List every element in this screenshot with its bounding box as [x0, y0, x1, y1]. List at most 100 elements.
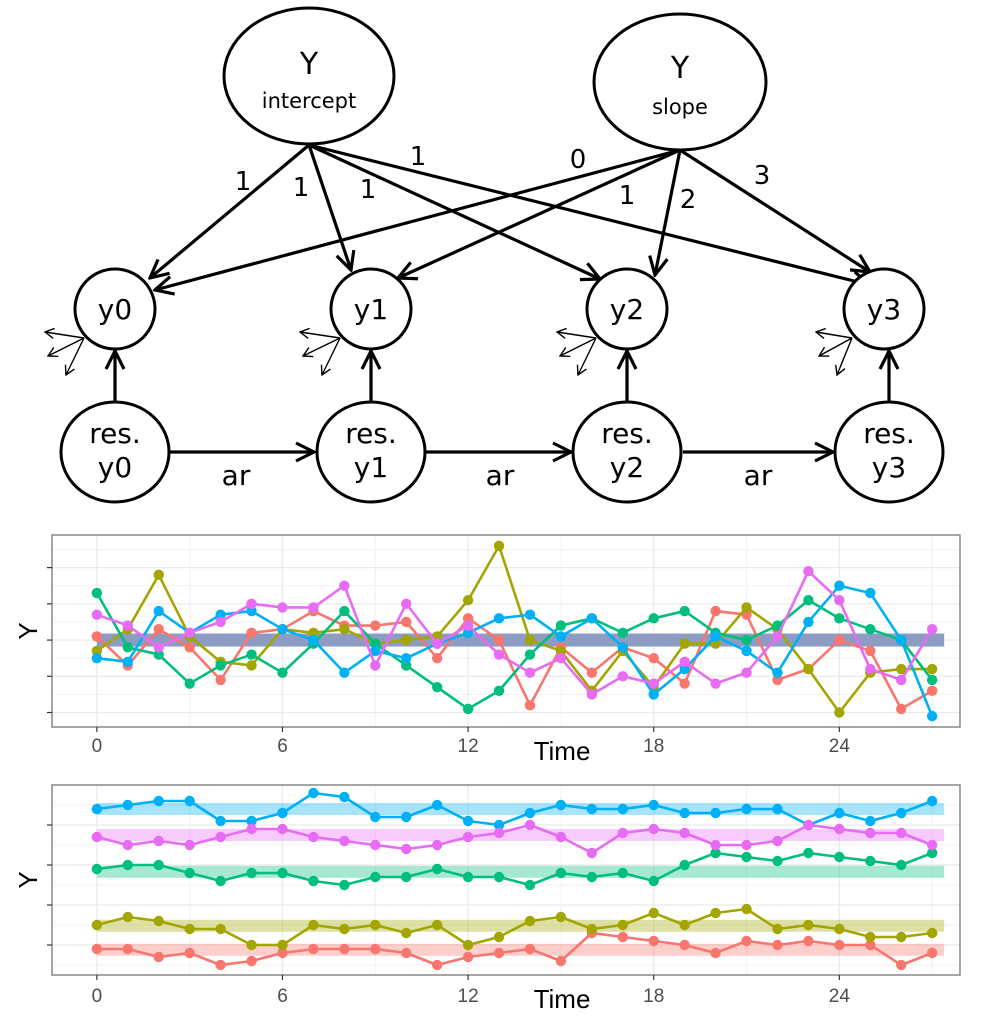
data-point-person-3	[803, 847, 814, 859]
data-point-person-3	[555, 620, 567, 631]
data-point-person-3	[401, 660, 412, 671]
data-point-person-5	[184, 627, 195, 639]
data-point-person-5	[710, 678, 721, 689]
data-point-person-5	[710, 839, 721, 851]
panel-border	[51, 534, 961, 728]
data-point-person-4	[679, 663, 690, 675]
y-axis-title: Y	[13, 622, 43, 639]
data-point-person-5	[896, 674, 907, 686]
arrow-slope-y0	[155, 148, 681, 290]
data-point-person-4	[679, 807, 690, 819]
data-point-person-1	[153, 951, 164, 963]
data-point-person-2	[865, 931, 876, 943]
series-line-person-3	[96, 851, 933, 887]
data-point-person-2	[741, 903, 752, 915]
data-point-person-4	[926, 795, 938, 807]
intercept-loading-label-y2: 1	[360, 175, 377, 205]
x-axis-title: Time	[534, 984, 591, 1014]
data-point-person-5	[865, 827, 876, 839]
data-point-person-2	[834, 707, 845, 718]
data-point-person-5	[308, 831, 319, 843]
data-point-person-1	[710, 947, 721, 959]
data-point-person-4	[834, 807, 845, 819]
data-point-person-3	[370, 638, 381, 649]
data-point-person-4	[741, 803, 752, 815]
node-y-slope-sublabel: slope	[652, 95, 708, 119]
data-point-person-3	[184, 678, 195, 689]
data-point-person-5	[741, 839, 752, 851]
data-point-person-5	[524, 819, 536, 831]
data-point-person-2	[772, 923, 783, 935]
data-point-person-5	[617, 671, 628, 682]
data-point-person-3	[462, 703, 474, 715]
node-res-y0-line2: y0	[98, 451, 132, 484]
data-point-person-3	[648, 875, 659, 887]
data-point-person-4	[617, 803, 628, 815]
data-point-person-2	[586, 923, 598, 935]
data-point-person-3	[617, 627, 628, 639]
data-point-person-3	[524, 649, 536, 660]
node-y0: y0	[73, 267, 157, 351]
ar-label-3: ar	[744, 459, 773, 492]
data-point-person-3	[896, 859, 907, 871]
data-point-person-3	[834, 613, 845, 624]
data-point-person-4	[215, 609, 226, 620]
data-point-person-2	[679, 638, 690, 649]
data-point-person-2	[462, 939, 474, 951]
data-point-person-2	[803, 663, 814, 675]
data-point-person-5	[153, 835, 164, 847]
data-point-person-2	[339, 623, 350, 635]
data-point-person-2	[555, 645, 567, 657]
data-point-person-2	[431, 919, 443, 931]
data-point-person-1	[370, 620, 381, 631]
data-point-person-1	[555, 955, 567, 967]
data-point-person-5	[493, 827, 505, 839]
data-point-person-4	[339, 667, 350, 678]
data-point-person-5	[803, 819, 814, 831]
intercept-loading-label-y0: 1	[235, 167, 252, 197]
data-point-person-3	[370, 871, 381, 883]
x-tick-label: 24	[829, 736, 851, 757]
data-point-person-4	[215, 815, 226, 827]
data-point-person-2	[184, 923, 195, 935]
node-y-intercept-label: Y	[299, 47, 319, 82]
node-y-intercept: Y intercept	[222, 6, 396, 146]
data-point-person-1	[122, 943, 133, 955]
data-point-person-4	[462, 815, 474, 827]
data-point-person-2	[524, 634, 536, 646]
data-point-person-5	[277, 602, 288, 613]
data-point-person-5	[834, 823, 845, 835]
node-y1-label: y1	[354, 293, 388, 326]
y-axis-title: Y	[13, 871, 43, 888]
data-point-person-3	[184, 867, 195, 879]
data-point-person-4	[91, 803, 103, 815]
data-point-person-5	[401, 843, 412, 855]
data-point-person-4	[710, 807, 721, 819]
data-point-person-2	[277, 939, 288, 951]
data-point-person-5	[215, 831, 226, 843]
data-point-person-1	[834, 634, 845, 646]
series-line-person-1	[96, 931, 933, 967]
data-point-person-1	[803, 935, 814, 947]
data-point-person-3	[865, 623, 876, 635]
data-point-person-3	[308, 875, 319, 887]
data-point-person-3	[153, 859, 164, 871]
ar-label-1: ar	[222, 459, 251, 492]
data-point-person-3	[741, 634, 752, 646]
error-arrows-y3	[816, 332, 853, 375]
x-tick-label: 12	[458, 986, 479, 1007]
intercept-loading-label-y1: 1	[293, 173, 310, 203]
data-point-person-3	[617, 867, 628, 879]
data-point-person-1	[710, 605, 721, 617]
data-point-person-1	[617, 931, 628, 943]
slope-loading-label-y0: 0	[570, 145, 587, 175]
data-point-person-2	[896, 663, 907, 675]
x-tick-label: 18	[643, 986, 664, 1007]
data-point-person-4	[277, 623, 288, 635]
data-point-person-2	[370, 919, 381, 931]
data-point-person-3	[493, 685, 505, 696]
data-point-person-5	[648, 678, 659, 689]
data-point-person-2	[308, 919, 319, 931]
data-point-person-3	[586, 871, 598, 883]
